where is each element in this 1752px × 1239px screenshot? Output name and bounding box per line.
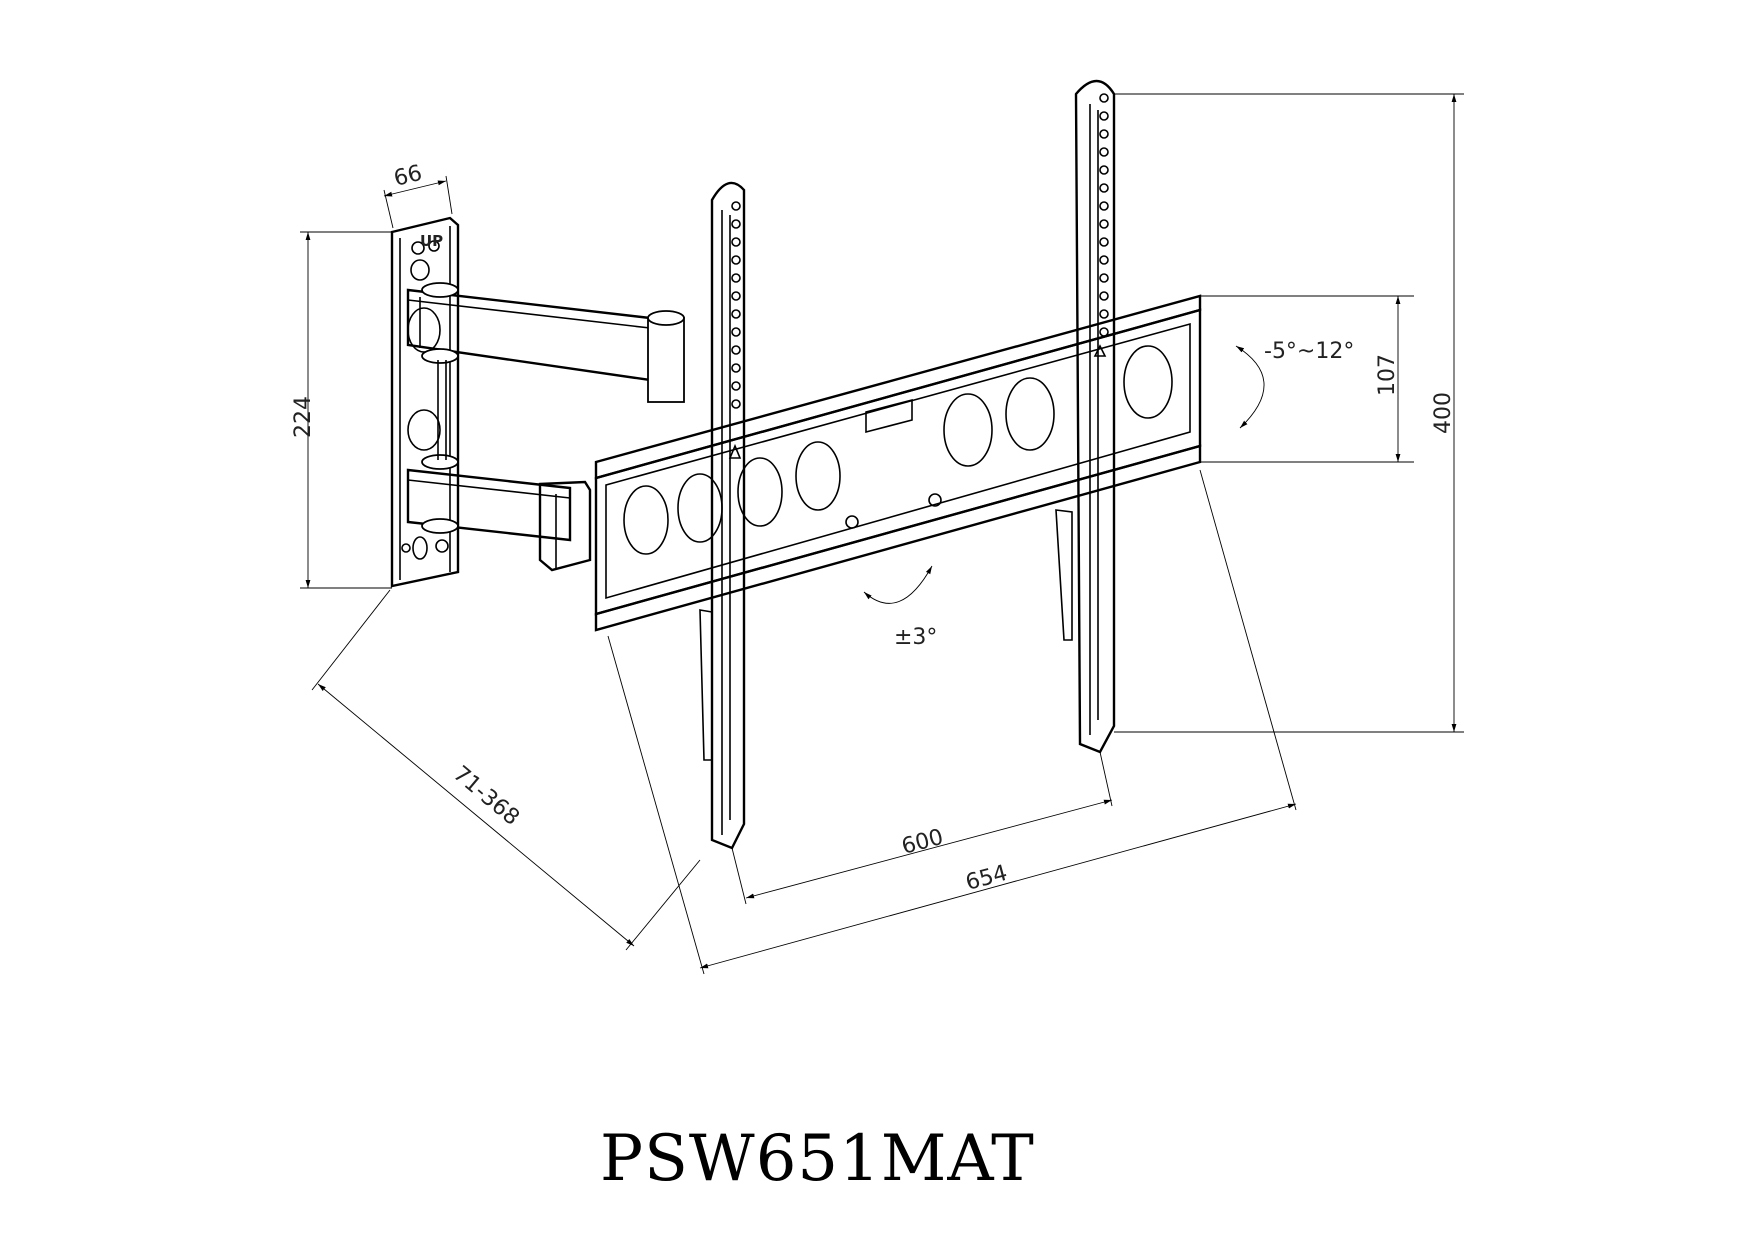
dim-654: 654 bbox=[963, 861, 1010, 896]
bracket-hole bbox=[1099, 183, 1109, 193]
dim-107: 107 bbox=[1375, 354, 1400, 396]
dim-400: 400 bbox=[1431, 392, 1456, 434]
bracket-hole bbox=[731, 309, 741, 319]
bracket-hole bbox=[1099, 255, 1109, 265]
bracket-hole bbox=[731, 237, 741, 247]
bracket-hole bbox=[1099, 237, 1109, 247]
bracket-hole bbox=[731, 255, 741, 265]
bracket-hole bbox=[731, 291, 741, 301]
dim-tilt: -5°~12° bbox=[1264, 339, 1354, 364]
dim-71-368: 71-368 bbox=[448, 761, 524, 830]
bracket-hole bbox=[1099, 165, 1109, 175]
right-vertical-bracket bbox=[1055, 79, 1116, 754]
bracket-hole bbox=[731, 345, 741, 355]
bracket-hole bbox=[1099, 273, 1109, 283]
dim-swivel-level: ±3° bbox=[894, 625, 937, 650]
bracket-hole bbox=[1099, 129, 1109, 139]
bracket-hole bbox=[731, 363, 741, 373]
dimension-lines bbox=[300, 93, 1464, 975]
bracket-hole bbox=[731, 399, 741, 409]
bracket-hole bbox=[1099, 147, 1109, 157]
bracket-hole bbox=[1099, 111, 1109, 121]
left-vertical-bracket bbox=[699, 181, 746, 850]
bracket-hole bbox=[731, 327, 741, 337]
bracket-hole bbox=[731, 219, 741, 229]
up-marker-text: UP bbox=[420, 232, 443, 250]
bracket-hole bbox=[731, 381, 741, 391]
dim-600: 600 bbox=[899, 825, 946, 860]
bracket-hole bbox=[1099, 93, 1109, 103]
bracket-hole bbox=[1099, 327, 1109, 337]
bracket-hole bbox=[1099, 309, 1109, 319]
bracket-hole bbox=[1099, 201, 1109, 211]
bracket-hole bbox=[731, 201, 741, 211]
model-title: PSW651MAT bbox=[600, 1122, 1035, 1196]
articulating-arm bbox=[406, 282, 685, 572]
horizontal-rail bbox=[594, 294, 1202, 632]
bracket-hole bbox=[1099, 219, 1109, 229]
dim-224: 224 bbox=[291, 396, 316, 438]
bracket-hole bbox=[731, 273, 741, 283]
bracket-hole bbox=[1099, 291, 1109, 301]
